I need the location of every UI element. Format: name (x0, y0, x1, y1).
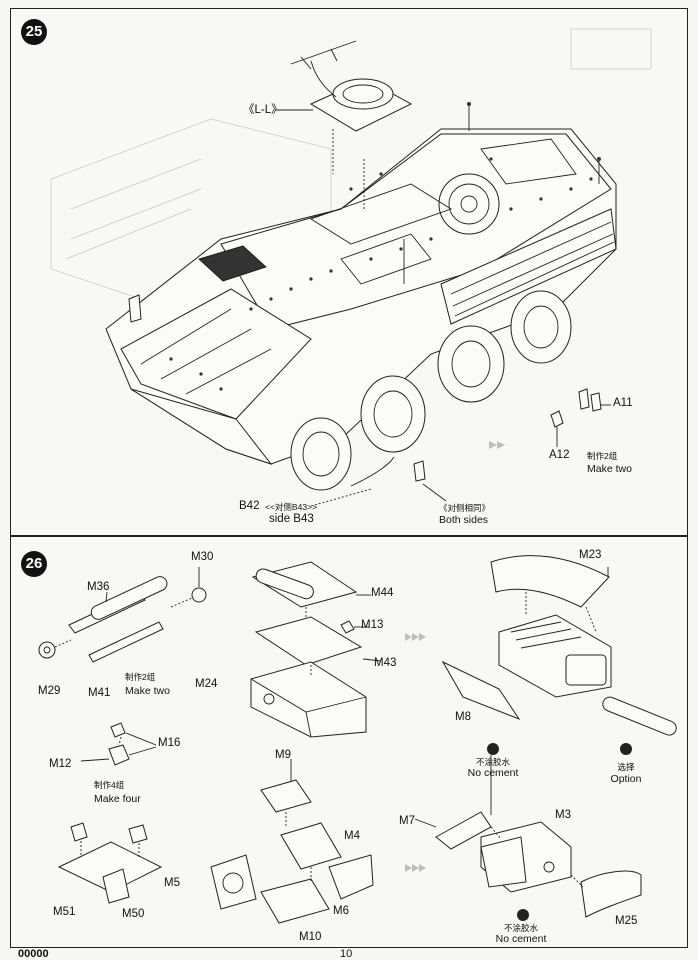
parts-b42-b43 (310, 456, 447, 507)
label-m23: M23 (579, 549, 602, 561)
label-m10: M10 (299, 931, 322, 943)
label-m41: M41 (88, 687, 111, 699)
hull (105, 128, 617, 465)
roll-group-m36-m41 (38, 567, 207, 663)
small-group-m12-m16 (80, 722, 157, 766)
label-make-two-26: Make two (125, 685, 170, 697)
label-m16: M16 (158, 737, 181, 749)
label-m6: M6 (333, 905, 349, 917)
label-make-four-cn: 制作4组 (94, 780, 125, 790)
label-both-sides: Both sides (439, 514, 489, 526)
label-make-two: Make two (587, 463, 632, 475)
flow-arrow (489, 441, 505, 449)
box-group-m44-m43-m24 (250, 561, 382, 738)
bracket-group-m51-m50 (57, 822, 163, 904)
label-m30: M30 (191, 551, 214, 563)
label-a12: A12 (549, 449, 570, 461)
label-side-b43: side B43 (269, 513, 314, 525)
vehicle-illustration (50, 28, 652, 507)
label-make-two-cn-26: 制作2组 (125, 672, 156, 682)
label-option: Option (610, 773, 642, 785)
parts-a11-a12 (550, 388, 611, 447)
label-b42: B42 (239, 500, 260, 512)
label-m43: M43 (374, 657, 397, 669)
step-number-26: 26 (21, 551, 47, 577)
plate-group-m9-m10 (210, 759, 374, 924)
label-m25: M25 (615, 915, 638, 927)
label-make-two-cn: 制作2组 (587, 451, 618, 461)
step-25-panel: 25 (10, 8, 688, 536)
label-m13: M13 (361, 619, 384, 631)
label-m36: M36 (87, 581, 110, 593)
step-26-panel: 26 (10, 536, 688, 948)
label-m12: M12 (49, 758, 72, 770)
footer-code: 00000 (18, 948, 49, 960)
wheels (290, 290, 572, 491)
plate-group-m7-m3-m25 (414, 743, 642, 921)
label-m50: M50 (122, 908, 145, 920)
label-m3: M3 (555, 809, 571, 821)
label-make-four: Make four (94, 793, 141, 805)
label-m7: M7 (399, 815, 415, 827)
label-both-sides-cn: 《对侧相同》 (439, 503, 491, 513)
label-m51: M51 (53, 906, 76, 918)
flow-arrows (405, 633, 426, 872)
page-number: 10 (340, 948, 353, 960)
label-a11: A11 (613, 397, 633, 409)
label-m24: M24 (195, 678, 218, 690)
antennas (403, 102, 601, 284)
label-m5: M5 (164, 877, 180, 889)
ring-mount-assembly (275, 40, 413, 209)
label-no-cement-2: No cement (495, 933, 547, 945)
label-no-cement-cn-1: 不涂胶水 (475, 757, 510, 767)
label-no-cement-1: No cement (467, 767, 519, 779)
label-opposite-b43-cn: <<对侧B43>> (265, 502, 317, 512)
subassembly-illustrations (38, 555, 677, 924)
label-m9: M9 (275, 749, 291, 761)
label-option-cn: 选择 (617, 762, 635, 772)
label-m44: M44 (371, 587, 394, 599)
label-m4: M4 (344, 830, 360, 842)
label-m29: M29 (38, 685, 61, 697)
label-m8: M8 (455, 711, 471, 723)
box-group-m23-m8 (441, 555, 677, 755)
mirror-part (128, 294, 142, 323)
label-no-cement-cn-2: 不涂胶水 (503, 923, 538, 933)
step-number-25: 25 (21, 19, 47, 45)
label-ll: 《L-L》 (243, 104, 283, 116)
